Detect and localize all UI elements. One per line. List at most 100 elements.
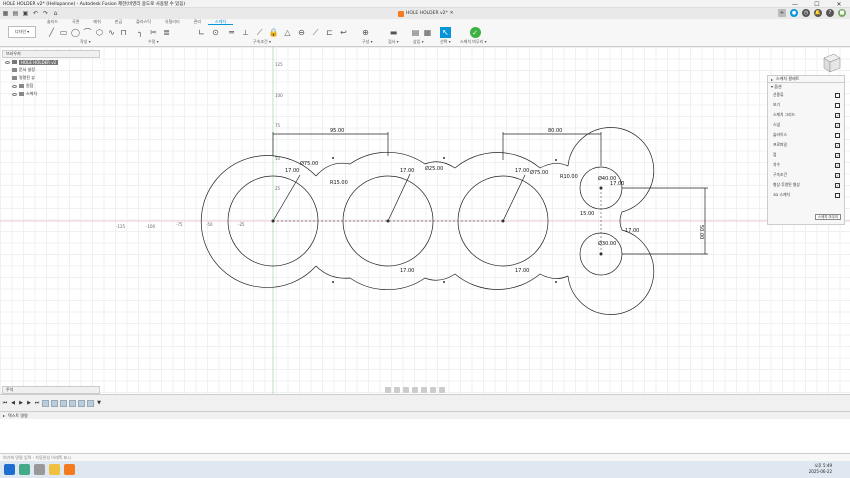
orbit-icon[interactable] (385, 386, 391, 393)
viewports-icon[interactable] (439, 386, 445, 393)
timeline-feature[interactable] (87, 399, 94, 407)
fillet-tool-icon[interactable]: ╮ (138, 28, 143, 37)
zoom-icon[interactable] (403, 386, 409, 393)
timeline-feature[interactable] (78, 399, 85, 407)
symmetry-icon[interactable]: ⊏ (326, 28, 333, 37)
new-tab-icon[interactable]: + (778, 9, 786, 17)
rectangle-tool-icon[interactable]: ▭ (59, 28, 68, 37)
create-group-label[interactable]: 작성 ▾ (80, 39, 91, 44)
triangle-icon[interactable]: △ (284, 28, 291, 37)
comments-panel[interactable]: 주석 (2, 386, 100, 394)
tab-sheet-metal[interactable]: 판금 (114, 19, 123, 24)
task-view-icon[interactable] (34, 464, 45, 475)
finish-sketch-group-label[interactable]: 스케치 마무리 ▾ (460, 39, 487, 44)
fix-icon[interactable]: 🔒 (268, 28, 279, 37)
palette-option-row[interactable]: 점✓ (768, 150, 844, 160)
finish-sketch-button[interactable]: ✓ (460, 25, 490, 45)
arc-constraint-icon[interactable]: ↩ (340, 28, 347, 37)
mirror-tool-icon[interactable]: ⊓ (120, 28, 127, 37)
last-step-icon[interactable]: ⏭ (34, 400, 40, 406)
palette-option-row[interactable]: 선종류 (768, 90, 844, 100)
tab-surface[interactable]: 곡면 (72, 19, 80, 24)
grid-menu-icon[interactable]: ▦ (2, 10, 9, 17)
extensions-icon[interactable]: ● (790, 9, 798, 17)
fusion-app-icon[interactable] (64, 464, 75, 475)
help-icon[interactable]: ? (826, 9, 834, 17)
trim-tool-icon[interactable]: ✂ (150, 28, 157, 37)
palette-option-checkbox[interactable]: ✓ (835, 112, 840, 118)
palette-option-checkbox[interactable]: ✓ (835, 142, 840, 148)
construct-group-label[interactable]: 구성 ▾ (362, 39, 373, 44)
constraints-group-label[interactable]: 구속조건 ▾ (253, 39, 271, 44)
offset-tool-icon[interactable]: ≣ (163, 28, 170, 37)
polygon-tool-icon[interactable]: ⬡ (96, 28, 103, 37)
home-icon[interactable]: ⌂ (53, 10, 58, 17)
palette-option-row[interactable]: 구속조건✓ (768, 170, 844, 180)
browser-item-root[interactable]: HOLE HOLDER v2 (2, 58, 100, 66)
palette-option-checkbox[interactable]: ✓ (835, 122, 840, 128)
prev-step-icon[interactable]: ◀ (11, 400, 15, 406)
pan-icon[interactable] (394, 386, 400, 393)
command-input[interactable]: 여기에 명령 입력 - 자동완성 아래쪽 표시 (0, 453, 850, 461)
minimize-button[interactable]: — (792, 0, 798, 8)
file-icon[interactable]: ▤ (12, 10, 19, 17)
collapse-icon[interactable]: ▸ (771, 76, 774, 82)
equal-icon[interactable]: ⊖ (298, 28, 305, 37)
tab-utilities[interactable]: 유틸리티 (164, 19, 180, 24)
palette-option-checkbox[interactable] (835, 102, 840, 108)
next-step-icon[interactable]: ▶ (27, 400, 31, 406)
first-step-icon[interactable]: ⏮ (2, 400, 8, 406)
palette-option-checkbox[interactable]: ✓ (835, 182, 840, 188)
palette-option-checkbox[interactable] (835, 92, 840, 98)
insert-icon[interactable]: ▤ (411, 28, 420, 37)
user-avatar[interactable]: ■ (838, 9, 846, 17)
palette-option-row[interactable]: 형상 투영된 형상✓ (768, 180, 844, 190)
palette-option-row[interactable]: 보기 (768, 100, 844, 110)
circle-tool-icon[interactable]: ◯ (71, 28, 80, 37)
grid-settings-icon[interactable] (430, 386, 436, 393)
timeline-feature[interactable] (60, 399, 67, 407)
select-icon[interactable]: ↖ (440, 27, 451, 38)
workspace-switcher[interactable]: 디자인 ▾ (8, 26, 36, 38)
play-icon[interactable]: ▶ (19, 400, 23, 406)
inspect-group-label[interactable]: 검사 ▾ (388, 39, 399, 44)
palette-option-row[interactable]: 스냅✓ (768, 120, 844, 130)
eye-icon[interactable] (5, 60, 10, 64)
palette-option-checkbox[interactable]: ✓ (835, 152, 840, 158)
job-status-icon[interactable]: ◷ (802, 9, 810, 17)
palette-finish-button[interactable]: 스케치 마무리 (815, 214, 841, 220)
file-explorer-icon[interactable] (49, 464, 60, 475)
close-button[interactable]: ✕ (836, 0, 842, 8)
modify-group-label[interactable]: 수정 ▾ (148, 39, 159, 44)
start-icon[interactable] (4, 464, 15, 475)
arc-tool-icon[interactable]: ⌒ (83, 28, 92, 37)
display-settings-icon[interactable] (421, 386, 427, 393)
perpendicular-icon[interactable]: ⟂ (242, 27, 249, 37)
save-icon[interactable]: ▣ (22, 10, 29, 17)
browser-item-origin[interactable]: 원점 (2, 82, 100, 90)
line-tool-icon[interactable]: ╱ (49, 28, 54, 37)
undo-icon[interactable]: ↶ (32, 10, 39, 17)
fit-icon[interactable] (412, 386, 418, 393)
tab-mesh[interactable]: 메쉬 (93, 19, 101, 24)
insert-group-label[interactable]: 삽입 ▾ (413, 39, 424, 44)
parallel-icon[interactable]: ═ (229, 28, 234, 37)
palette-option-row[interactable]: 스케치 그리드✓ (768, 110, 844, 120)
palette-option-checkbox[interactable]: ✓ (835, 162, 840, 168)
text-commands-header[interactable]: ▸텍스트 명령 (0, 412, 850, 419)
tab-plastic[interactable]: 플라스틱 (136, 19, 151, 24)
construction-icon[interactable]: ⊕ (362, 28, 369, 37)
options-section[interactable]: ▾ 옵션 (768, 83, 844, 90)
spline-tool-icon[interactable]: ∿ (108, 28, 115, 37)
browser-item-doc-settings[interactable]: 문서 설정 (2, 66, 100, 74)
image-insert-icon[interactable]: ▦ (423, 28, 432, 37)
palette-option-row[interactable]: 슬라이스 (768, 130, 844, 140)
timeline-feature[interactable] (51, 399, 58, 407)
browser-item-sketches[interactable]: 스케치 (2, 90, 100, 98)
palette-option-checkbox[interactable]: ✓ (835, 172, 840, 178)
redo-icon[interactable]: ↷ (42, 10, 49, 17)
notifications-icon[interactable]: 🔔 (814, 9, 822, 17)
measure-icon[interactable]: ▬ (389, 28, 398, 37)
palette-option-checkbox[interactable] (835, 192, 840, 198)
tab-solid[interactable]: 솔리드 (47, 19, 59, 24)
